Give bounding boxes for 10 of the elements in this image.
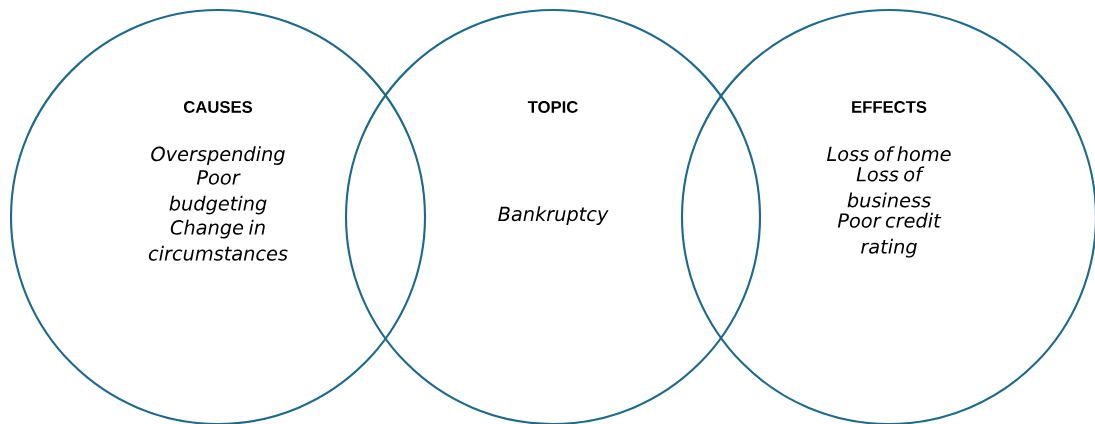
item-text: Poor budgeting [169,170,267,215]
heading: EFFECTS [852,101,927,113]
item-text: Change in circumstances [148,219,288,261]
item-text: Bankruptcy [498,206,609,225]
item-text: Poor credit rating [837,212,942,258]
item-text: Overspending [151,146,285,165]
heading: CAUSES [184,101,253,113]
heading: TOPIC [527,101,578,113]
item-text: Loss of business [847,166,931,208]
item-text: Loss of home [827,146,951,162]
